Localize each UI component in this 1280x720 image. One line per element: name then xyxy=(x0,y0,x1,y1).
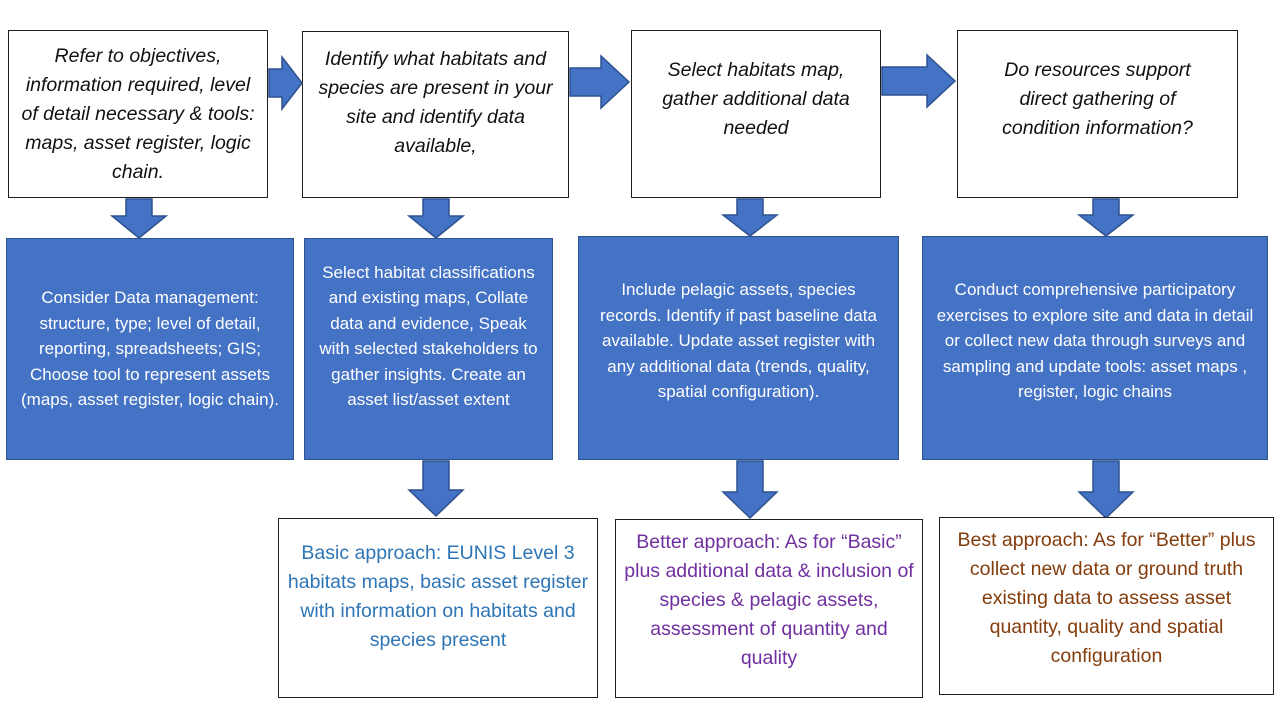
step-text-2: Identify what habitats and species are p… xyxy=(318,47,553,157)
step-text-1: Refer to objectives, information require… xyxy=(21,44,255,183)
step-box-3: Select habitats map, gather additional d… xyxy=(631,30,881,198)
action-box-3: Include pelagic assets, species records.… xyxy=(578,236,899,460)
down-arrow-4 xyxy=(1077,198,1135,237)
down-arrow-2 xyxy=(407,198,465,239)
step-box-4: Do resources support direct gathering of… xyxy=(957,30,1238,198)
action-box-1: Consider Data management: structure, typ… xyxy=(6,238,294,460)
right-arrow-3 xyxy=(881,53,957,109)
best-approach-box: Best approach: As for “Better” plus coll… xyxy=(939,517,1274,695)
basic-approach-text: Basic approach: EUNIS Level 3 habitats m… xyxy=(287,542,589,651)
action-text-2: Select habitat classifications and exist… xyxy=(319,262,538,410)
right-arrow-2 xyxy=(569,54,631,110)
action-box-2: Select habitat classifications and exist… xyxy=(304,238,553,460)
down-arrow-1 xyxy=(110,198,168,239)
action-text-4: Conduct comprehensive participatory exer… xyxy=(936,280,1254,402)
action-box-4: Conduct comprehensive participatory exer… xyxy=(922,236,1268,460)
better-approach-text: Better approach: As for “Basic” plus add… xyxy=(624,531,914,669)
down-arrow-7 xyxy=(1077,460,1135,520)
best-approach-text: Best approach: As for “Better” plus coll… xyxy=(957,529,1256,667)
step-box-2: Identify what habitats and species are p… xyxy=(302,31,569,198)
down-arrow-3 xyxy=(721,198,779,237)
step-box-1: Refer to objectives, information require… xyxy=(8,30,268,198)
step-text-3: Select habitats map, gather additional d… xyxy=(662,58,850,139)
action-text-1: Consider Data management: structure, typ… xyxy=(21,288,279,410)
right-arrow-1 xyxy=(268,55,303,111)
step-text-4: Do resources support direct gathering of… xyxy=(1002,58,1193,139)
basic-approach-box: Basic approach: EUNIS Level 3 habitats m… xyxy=(278,518,598,698)
down-arrow-5 xyxy=(407,460,465,518)
down-arrow-6 xyxy=(721,460,779,520)
action-text-3: Include pelagic assets, species records.… xyxy=(600,280,877,402)
better-approach-box: Better approach: As for “Basic” plus add… xyxy=(615,519,923,698)
